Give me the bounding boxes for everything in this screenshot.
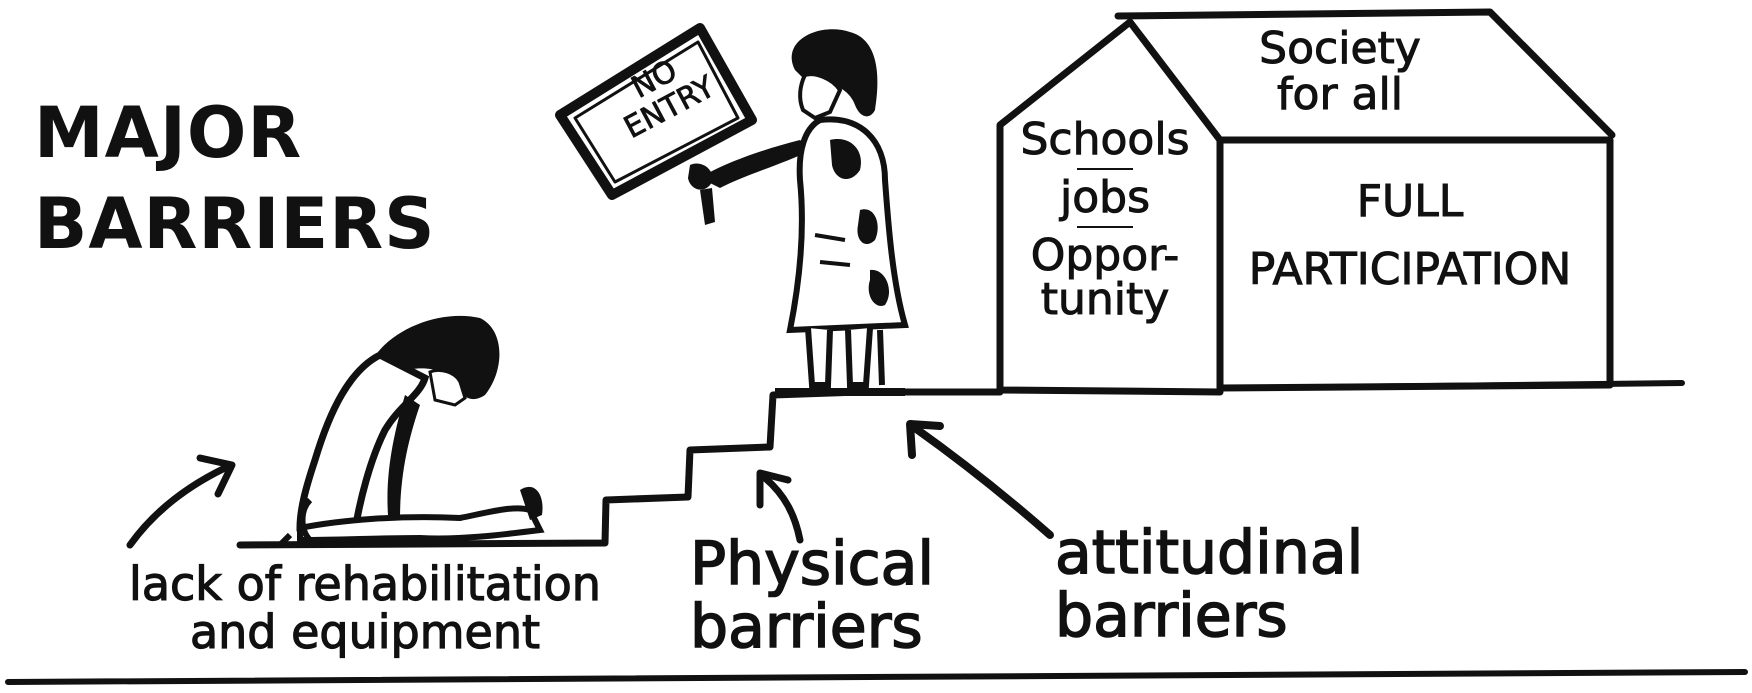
arrow-physical [761, 474, 804, 544]
house-item-opportunity-a: Oppor- [1030, 230, 1180, 281]
house-left-panel [996, 18, 1224, 396]
caption-physical-line-1: Physical [689, 529, 935, 599]
arrow-attitudinal-head [906, 420, 944, 459]
caption-attitudinal-line-1: attitudinal [1054, 518, 1364, 588]
caption-rehab-line-1: lack of rehabilitation [128, 557, 601, 611]
house-roof-text: Society for all [1215, 23, 1465, 121]
page-title: MAJOR BARRIERS [34, 88, 436, 270]
house-main-panel-text: FULL PARTICIPATION [1225, 168, 1595, 304]
house-main-block [1219, 136, 1614, 392]
caption-attitudinal-barriers: attitudinal barriers [1054, 518, 1364, 651]
house-item-schools: Schools [1020, 114, 1190, 165]
caption-physical-line-2: barriers [689, 592, 923, 662]
caption-physical-barriers: Physical barriers [689, 529, 935, 662]
no-entry-sign [555, 23, 757, 200]
roof-line-2: for all [1277, 69, 1404, 121]
house-item-opportunity-b: tunity [1040, 274, 1170, 325]
title-line-1: MAJOR [34, 92, 303, 174]
arrow-rehab [126, 464, 229, 549]
standing-figure [688, 29, 909, 396]
main-panel-line-1: FULL [1356, 175, 1464, 227]
caption-rehabilitation: lack of rehabilitation and equipment [90, 557, 640, 660]
caption-rehab-line-2: and equipment [189, 605, 541, 660]
house-roof [1114, 8, 1616, 139]
arrow-rehab-head [196, 454, 236, 498]
house-item-jobs: jobs [1060, 172, 1151, 223]
house-divider [1077, 168, 1133, 170]
arrow-attitudinal [911, 424, 1054, 539]
house-left-panel-text: Schools jobs Oppor- tunity [1000, 114, 1210, 325]
caption-attitudinal-line-2: barriers [1054, 581, 1288, 651]
roof-line-1: Society [1259, 23, 1422, 74]
main-panel-line-2: PARTICIPATION [1248, 244, 1572, 296]
house-divider [1077, 226, 1133, 228]
crawling-figure [277, 315, 545, 548]
ground-line [5, 669, 1748, 685]
arrow-physical-head [756, 469, 792, 509]
title-line-2: BARRIERS [34, 183, 436, 265]
